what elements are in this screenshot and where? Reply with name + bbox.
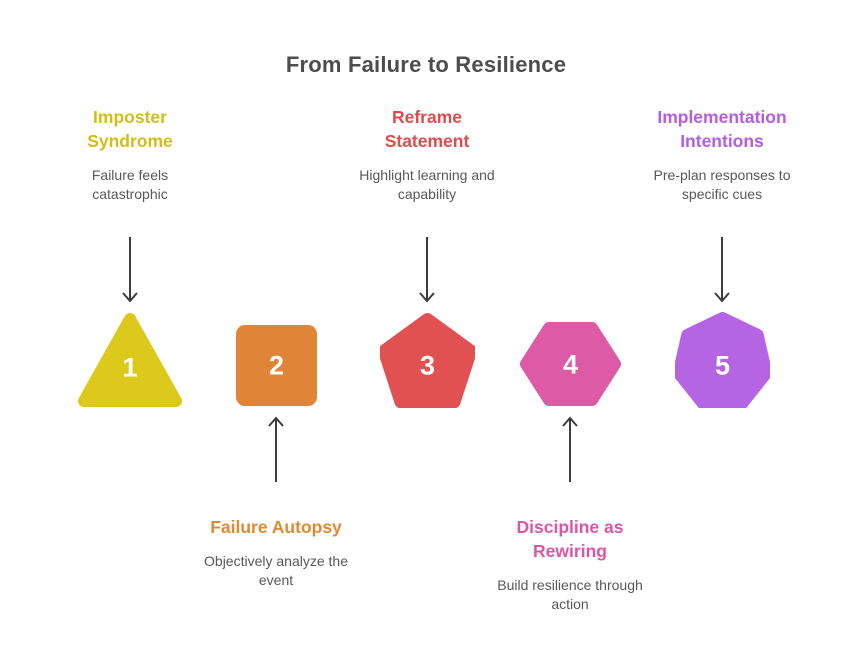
arrow-down-icon bbox=[712, 236, 732, 304]
step-2-label: Failure Autopsy bbox=[210, 517, 342, 537]
step-5-label-block: Implementation Intentions Pre-plan respo… bbox=[612, 106, 832, 205]
step-1-label-block: Imposter Syndrome Failure feels catastro… bbox=[20, 106, 240, 205]
step-5-description: Pre-plan responses to specific cues bbox=[653, 166, 791, 203]
arrow-down-icon bbox=[417, 236, 437, 304]
step-2-label-block: Failure Autopsy Objectively analyze the … bbox=[166, 516, 386, 591]
step-4-number: 4 bbox=[562, 349, 579, 380]
step-4-label: Discipline as Rewiring bbox=[516, 517, 624, 561]
step-3-label-block: Reframe Statement Highlight learning and… bbox=[317, 106, 537, 205]
step-4-description: Build resilience through action bbox=[497, 576, 643, 613]
step-1-number: 1 bbox=[122, 352, 138, 383]
step-5-number: 5 bbox=[714, 350, 731, 381]
step-2-square-shape: 2 bbox=[234, 323, 319, 408]
step-2-description: Objectively analyze the event bbox=[204, 552, 348, 589]
step-3-pentagon-shape: 3 bbox=[380, 313, 475, 408]
arrow-down-icon bbox=[120, 236, 140, 304]
step-4-hexagon-shape: 4 bbox=[519, 320, 622, 408]
step-4-label-block: Discipline as Rewiring Build resilience … bbox=[460, 516, 680, 615]
step-1-description: Failure feels catastrophic bbox=[91, 166, 169, 203]
step-5-heptagon-shape: 5 bbox=[675, 312, 770, 408]
step-2-number: 2 bbox=[268, 350, 285, 380]
page-title: From Failure to Resilience bbox=[285, 52, 567, 77]
step-1-label: Imposter Syndrome bbox=[87, 107, 173, 151]
step-3-label: Reframe Statement bbox=[384, 107, 470, 151]
step-3-description: Highlight learning and capability bbox=[359, 166, 495, 203]
arrow-up-icon bbox=[560, 415, 580, 483]
step-3-number: 3 bbox=[419, 350, 436, 381]
arrow-up-icon bbox=[266, 415, 286, 483]
step-5-label: Implementation Intentions bbox=[657, 107, 787, 151]
step-1-triangle-shape: 1 bbox=[77, 312, 183, 408]
